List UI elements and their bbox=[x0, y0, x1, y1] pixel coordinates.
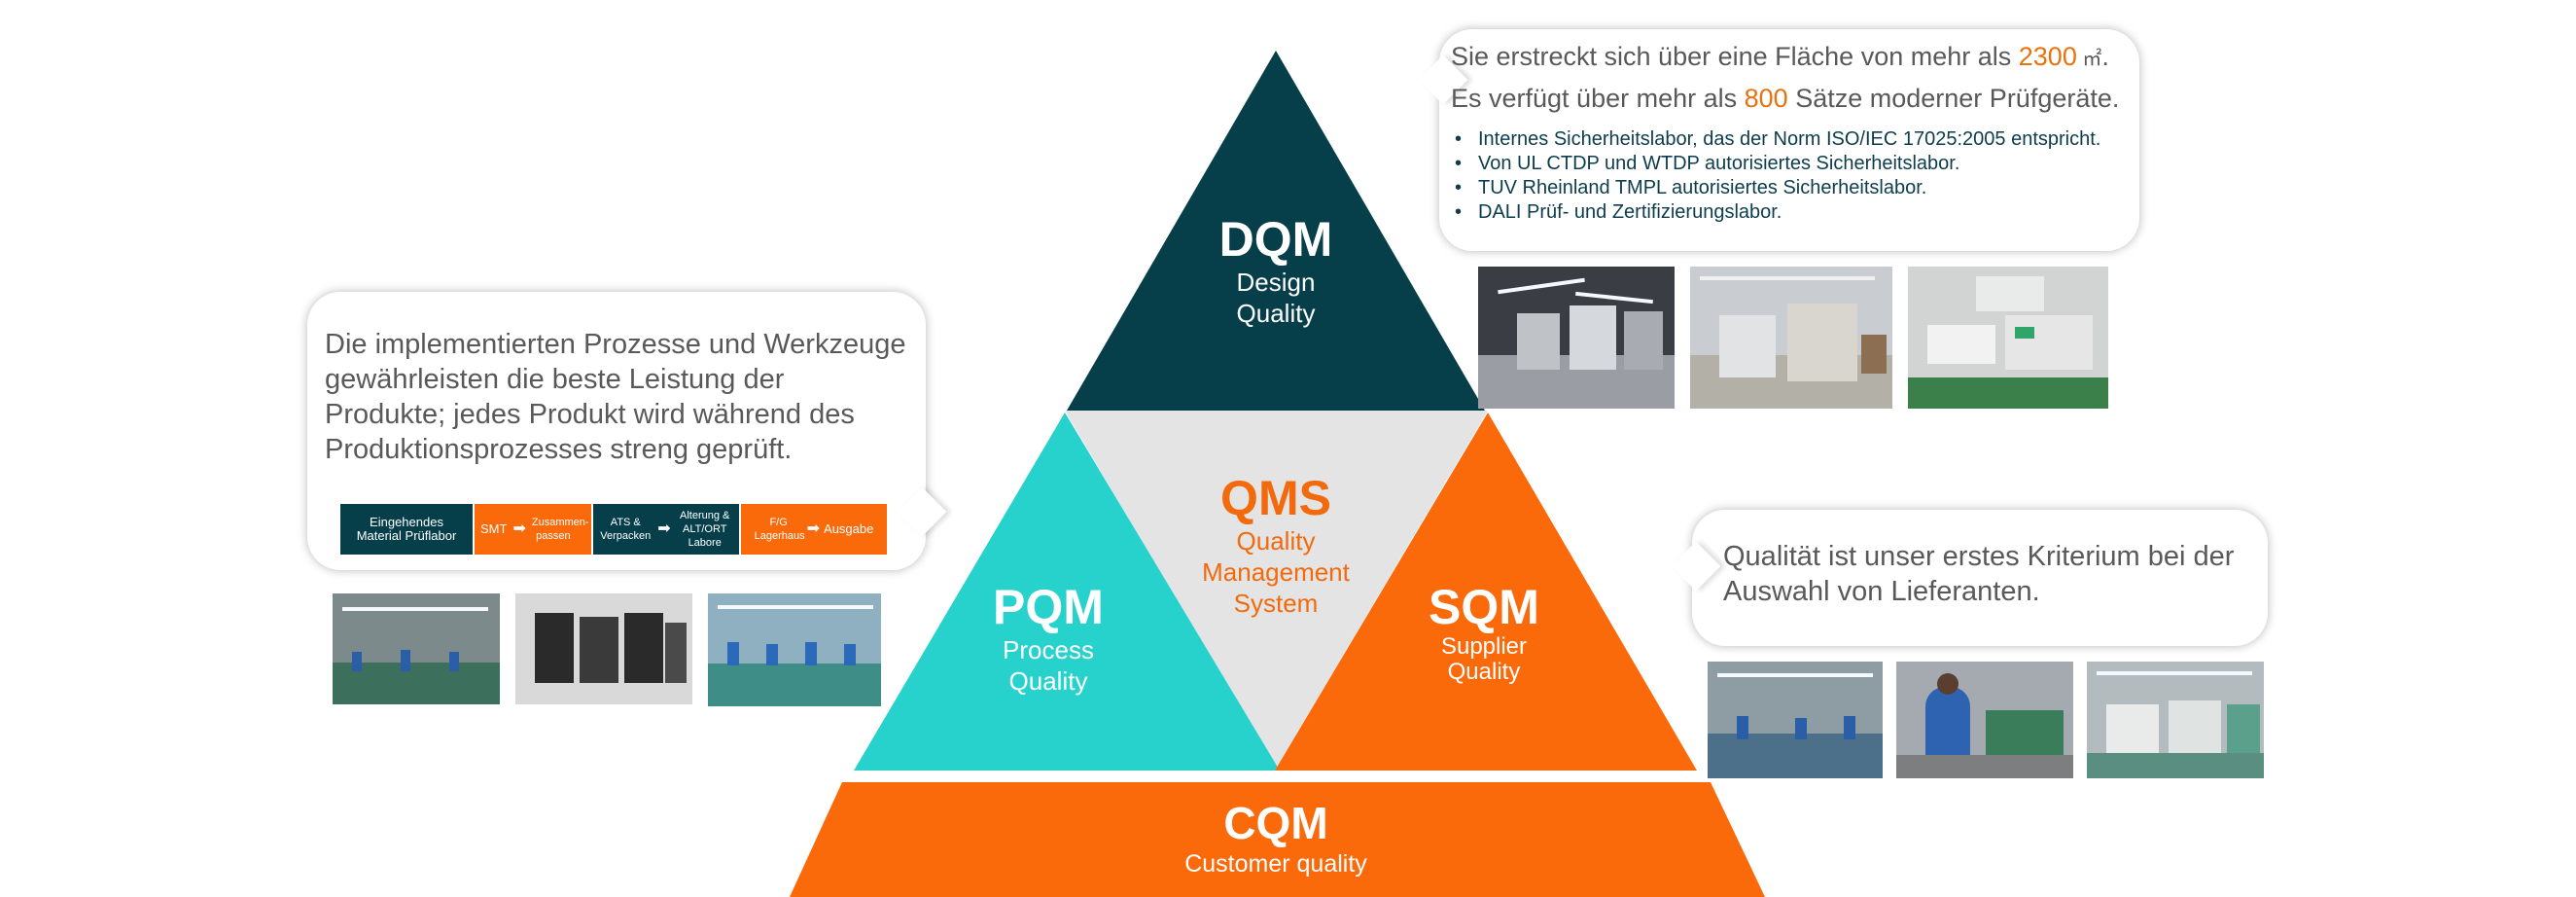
dqm-area-text: Sie erstreckt sich über eine Fläche von … bbox=[1451, 42, 2109, 71]
sqm-code: SQM bbox=[1429, 580, 1539, 634]
aging-chambers-photo bbox=[515, 593, 692, 704]
flow-step-warehouse-output: F/G Lagerhaus ➡ Ausgabe bbox=[741, 504, 887, 555]
pqm-label: PQM Process Quality bbox=[951, 580, 1146, 697]
list-item: Von UL CTDP und WTDP autorisiertes Siche… bbox=[1451, 152, 2128, 176]
dqm-label: DQM Design Quality bbox=[1179, 212, 1373, 329]
cqm-code: CQM bbox=[1223, 798, 1328, 848]
dqm-bullet-list: Internes Sicherheitslabor, das der Norm … bbox=[1451, 127, 2128, 225]
list-item: Internes Sicherheitslabor, das der Norm … bbox=[1451, 127, 2128, 152]
process-flow: Eingehendes Material Prüflabor SMT ➡ Zus… bbox=[340, 504, 887, 555]
test-instruments-photo bbox=[1908, 267, 2108, 409]
factory-floor-photo bbox=[1708, 662, 1883, 778]
dqm-line2: Quality bbox=[1236, 299, 1316, 328]
pqm-description: Die implementierten Prozesse und Werkzeu… bbox=[325, 329, 906, 465]
dqm-code: DQM bbox=[1218, 212, 1333, 267]
assembly-workers-photo bbox=[708, 593, 881, 706]
dqm-triangle bbox=[1067, 51, 1485, 411]
qms-line2: Management bbox=[1202, 557, 1350, 587]
cqm-line1: Customer quality bbox=[1184, 850, 1367, 878]
flow-step-ats-aging: ATS & Verpacken ➡ Alterung & ALT/ORT Lab… bbox=[593, 504, 739, 555]
list-item: DALI Prüf- und Zertifizierungslabor. bbox=[1451, 200, 2128, 225]
arrow-right-icon: ➡ bbox=[806, 520, 821, 537]
arrow-right-icon: ➡ bbox=[657, 520, 671, 537]
flow-step-incoming: Eingehendes Material Prüflabor bbox=[340, 504, 473, 555]
qms-label: QMS Quality Management System bbox=[1149, 471, 1402, 619]
sqm-description: Qualität ist unser erstes Kriterium bei … bbox=[1723, 541, 2235, 607]
sqm-triangle bbox=[1275, 413, 1697, 771]
smt-machines-photo bbox=[2087, 662, 2264, 778]
flow-step-smt-assembly: SMT ➡ Zusammen-passen bbox=[475, 504, 591, 555]
pqm-line2: Quality bbox=[1008, 666, 1088, 696]
lab-chambers-photo bbox=[1478, 267, 1675, 409]
pqm-line1: Process bbox=[1003, 635, 1094, 664]
dqm-line1: Design bbox=[1236, 268, 1316, 297]
sqm-info-bubble: Qualität ist unser erstes Kriterium bei … bbox=[1671, 510, 2268, 646]
pqm-code: PQM bbox=[993, 580, 1104, 634]
production-line-photo bbox=[333, 593, 500, 704]
pqm-triangle bbox=[854, 413, 1280, 771]
qms-center-triangle bbox=[1065, 411, 1488, 769]
sqm-line2: Quality bbox=[1447, 659, 1521, 685]
arrow-right-icon: ➡ bbox=[512, 520, 526, 537]
qms-line1: Quality bbox=[1236, 526, 1316, 556]
qms-line3: System bbox=[1233, 589, 1319, 618]
worker-inspection-photo bbox=[1896, 662, 2073, 778]
dqm-equipment-text: Es verfügt über mehr als 800 Sätze moder… bbox=[1451, 84, 2120, 113]
sqm-line1: Supplier bbox=[1440, 633, 1528, 660]
cqm-trapezoid bbox=[790, 782, 1765, 897]
cqm-label: CQM Customer quality bbox=[1081, 798, 1470, 879]
list-item: TUV Rheinland TMPL autorisiertes Sicherh… bbox=[1451, 176, 2128, 200]
qms-code: QMS bbox=[1220, 471, 1331, 525]
sqm-label: SQM Supplier Quality bbox=[1387, 580, 1581, 685]
dqm-info-bubble: Sie erstreckt sich über eine Fläche von … bbox=[1418, 29, 2139, 251]
lab-equipment-photo bbox=[1690, 267, 1892, 409]
pqm-info-bubble: Die implementierten Prozesse und Werkzeu… bbox=[307, 292, 947, 570]
